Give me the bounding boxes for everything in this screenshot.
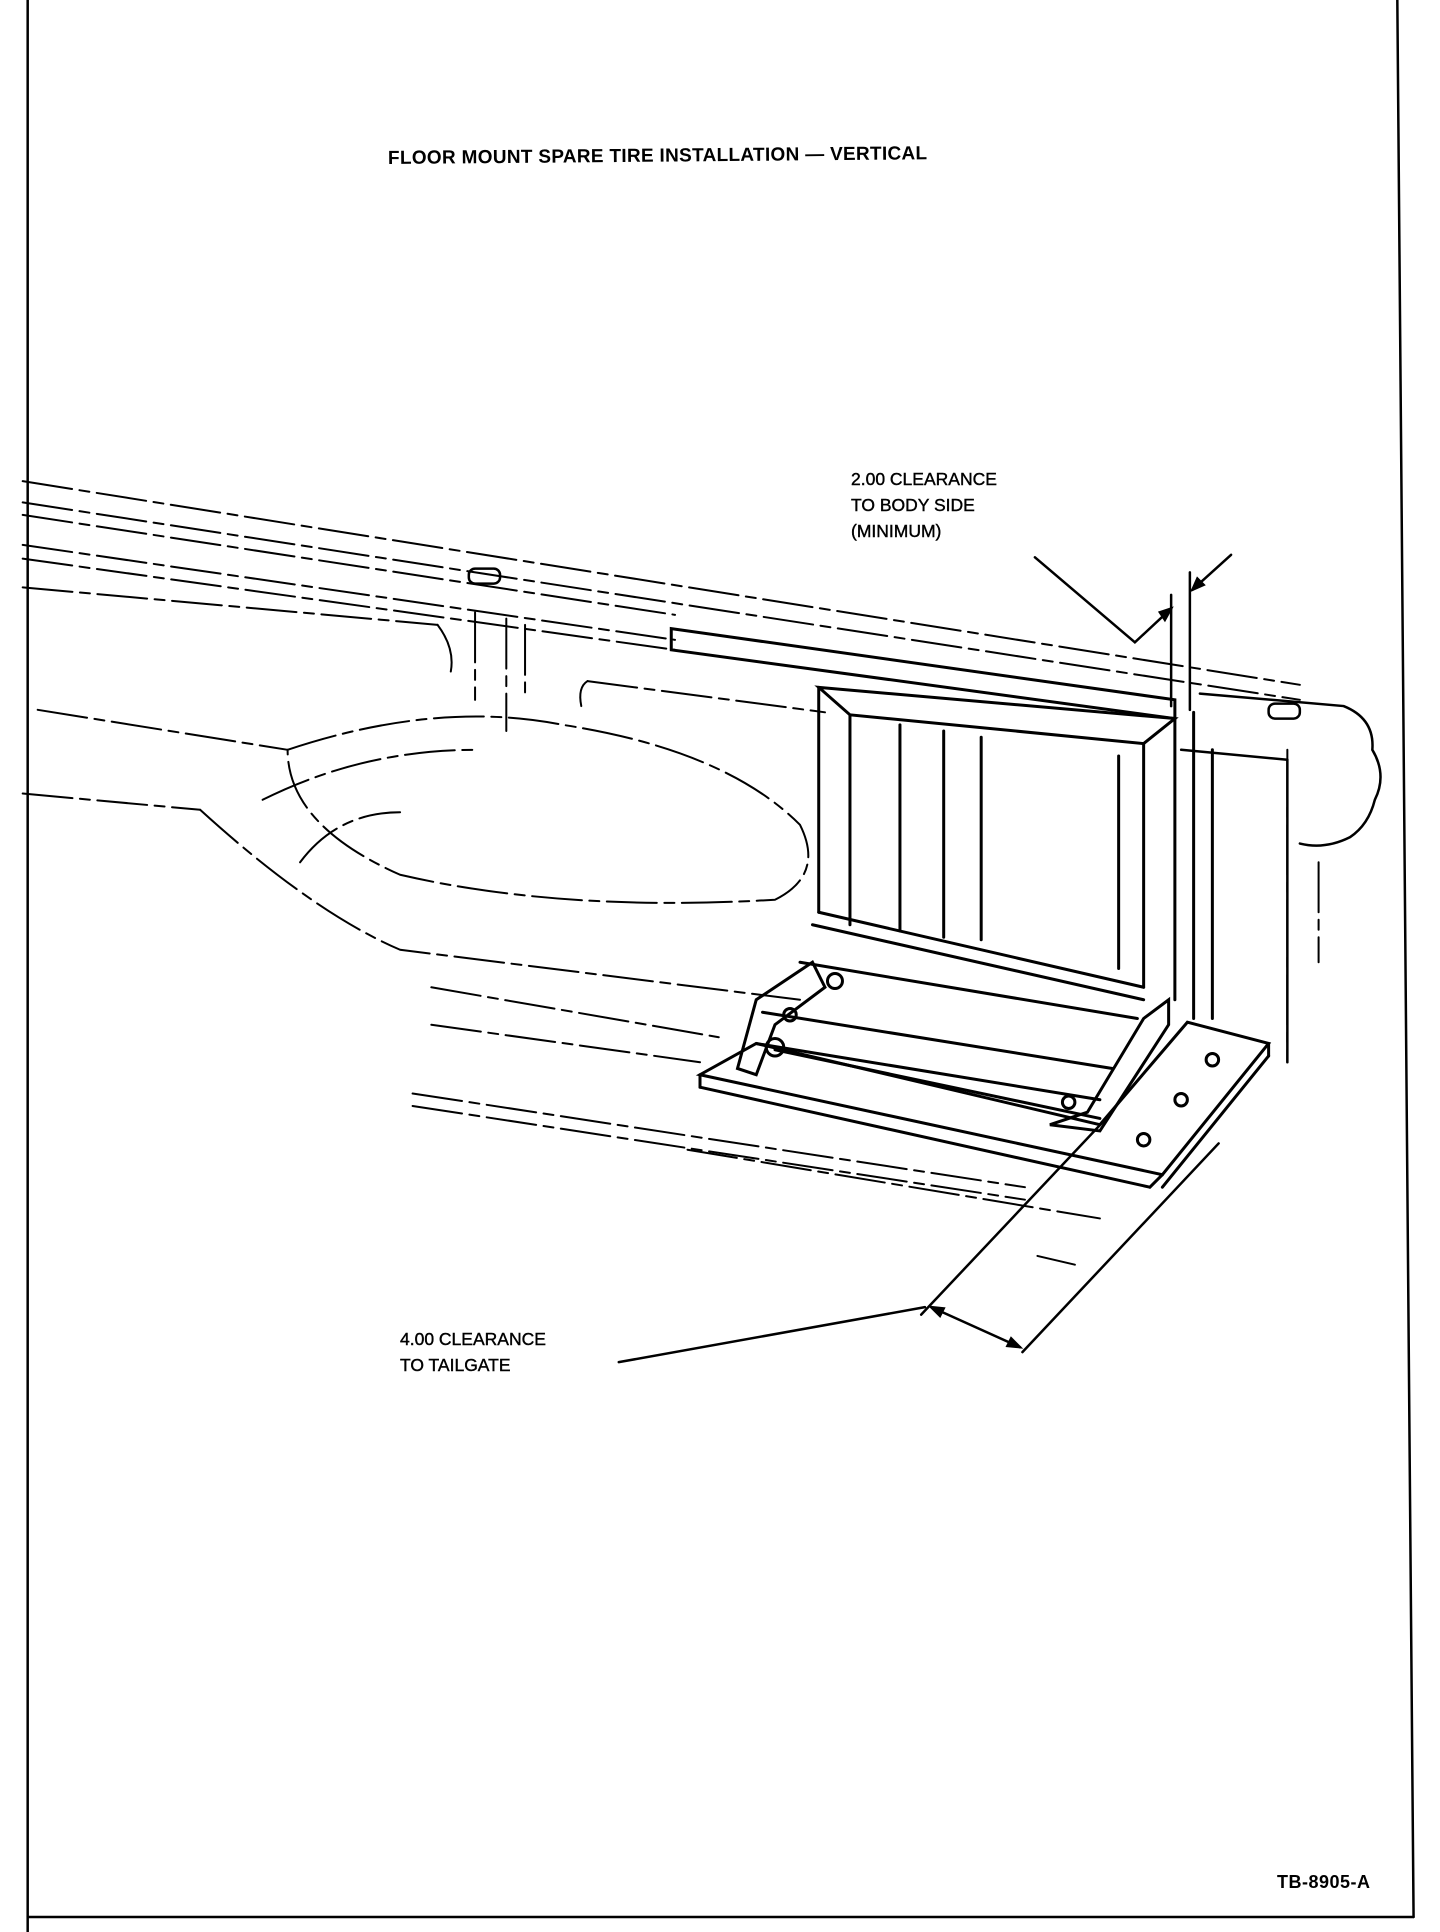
body-side-clearance-callout: 2.00 CLEARANCE TO BODY SIDE (MINIMUM) bbox=[851, 466, 997, 544]
truck-bed-phantom bbox=[21, 480, 1320, 1266]
diagram-title: FLOOR MOUNT SPARE TIRE INSTALLATION — VE… bbox=[387, 143, 928, 169]
rail-end bbox=[467, 567, 1382, 1064]
tailgate-dimension bbox=[617, 1117, 1220, 1364]
callout-line: TO TAILGATE bbox=[400, 1355, 511, 1375]
spare-tire-carrier bbox=[669, 626, 1272, 1189]
page-frame bbox=[26, 0, 1415, 1932]
callout-line: (MINIMUM) bbox=[851, 521, 942, 541]
tailgate-clearance-callout: 4.00 CLEARANCE TO TAILGATE bbox=[400, 1326, 546, 1378]
callout-line: TO BODY SIDE bbox=[851, 495, 975, 515]
body-side-dimension bbox=[1033, 553, 1233, 712]
callout-line: 4.00 CLEARANCE bbox=[400, 1329, 546, 1349]
figure-number: TB-8905-A bbox=[1277, 1872, 1371, 1892]
callout-line: 2.00 CLEARANCE bbox=[851, 469, 997, 489]
